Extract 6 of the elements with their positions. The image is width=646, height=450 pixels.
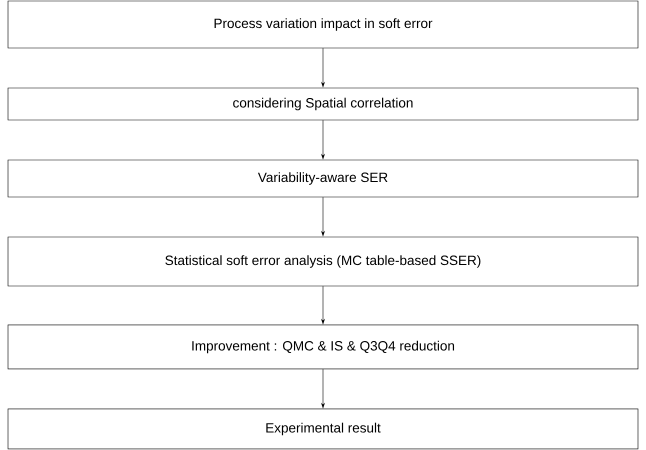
process-box: considering Spatial correlation	[8, 88, 638, 120]
process-box: Process variation impact in soft error	[8, 0, 638, 48]
process-box: Variability-aware SER	[8, 160, 638, 198]
process-box: Experimental result	[8, 408, 638, 450]
process-box: Statistical soft error analysis (MC table-based SSER)	[8, 236, 638, 286]
process-box: Improvement : QMC & IS & Q3Q4 reduction	[8, 324, 638, 370]
